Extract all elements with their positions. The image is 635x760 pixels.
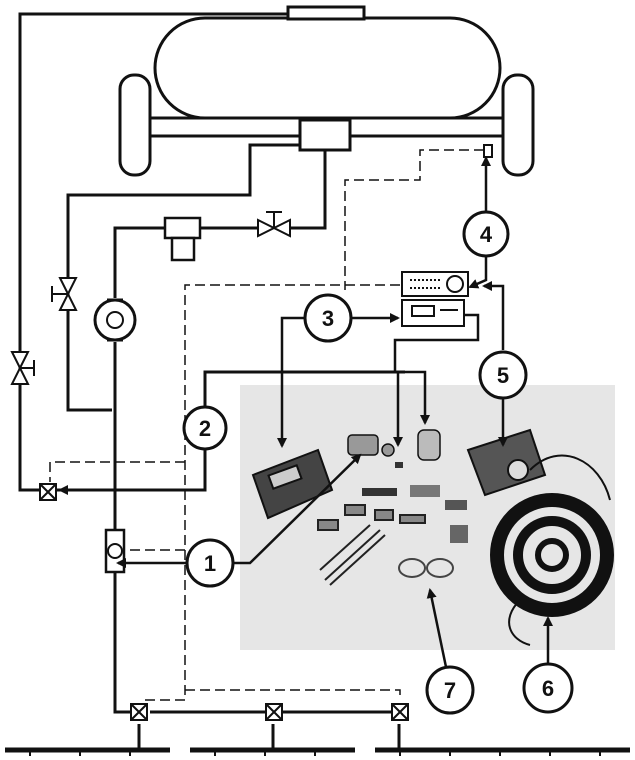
photo-controller-box — [251, 448, 334, 520]
callout-6-label: 6 — [542, 676, 554, 701]
spray-nozzles — [29, 750, 601, 756]
pump — [93, 298, 137, 342]
callout-7: 7 — [425, 665, 475, 715]
callout-5: 5 — [478, 350, 528, 400]
gate-valve-top — [257, 211, 291, 238]
gate-valve-agitation — [51, 277, 78, 311]
callout-1-label: 1 — [204, 551, 216, 576]
gate-valve-bypass — [10, 351, 35, 385]
boom-section-valves — [130, 703, 409, 721]
callout-6: 6 — [522, 662, 574, 714]
callout-5-label: 5 — [497, 363, 509, 388]
photo-pressure-valve — [417, 429, 441, 461]
photo-cable-coils-small — [398, 558, 454, 578]
callout-3: 3 — [303, 293, 353, 343]
spray-tank — [118, 5, 535, 177]
callout-3-label: 3 — [322, 306, 334, 331]
callout-4-label: 4 — [480, 222, 493, 247]
flow-meter — [104, 528, 126, 574]
callout-2-label: 2 — [199, 416, 211, 441]
photo-cable-reel — [490, 454, 614, 646]
console-link-lines — [393, 313, 480, 372]
wheel-speed-sensor — [483, 144, 493, 158]
photo-speed-display — [466, 428, 547, 497]
photo-fittings-cluster — [317, 504, 426, 586]
pressure-regulator — [39, 483, 57, 501]
strainer — [163, 216, 202, 262]
electrical-wiring — [49, 149, 484, 701]
callout-7-label: 7 — [444, 678, 456, 703]
photo-small-parts — [362, 462, 468, 543]
callout-leaders — [58, 156, 553, 668]
callout-1: 1 — [185, 538, 235, 588]
control-console — [401, 271, 469, 327]
callout-4: 4 — [462, 210, 510, 258]
photo-flow-sensor — [347, 434, 395, 457]
callout-2: 2 — [182, 405, 228, 451]
